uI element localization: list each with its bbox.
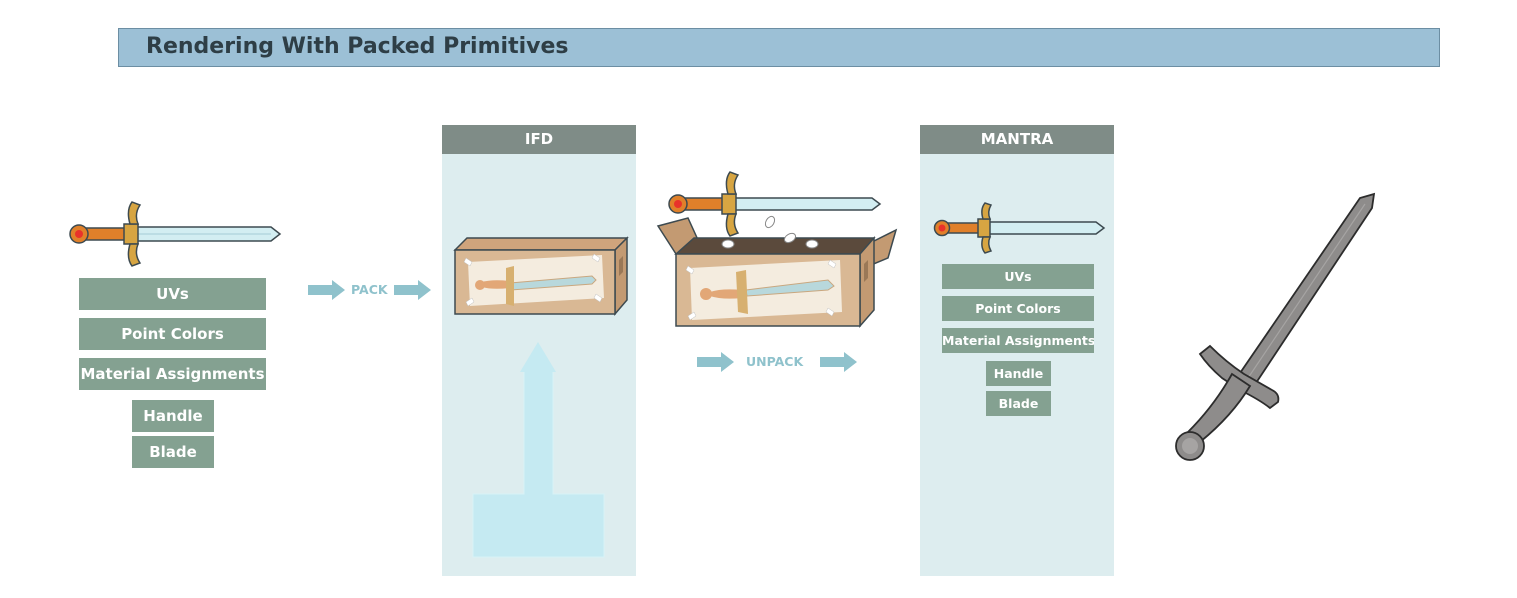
pack-label: PACK [351,282,388,297]
left-attribute-uvs: UVs [79,278,266,310]
rendered-sword-icon [1175,192,1376,461]
page-title: Rendering With Packed Primitives [146,34,569,59]
unpacked-box-icon [656,171,898,328]
unpack-arrow-icon [820,352,857,372]
sword-icon [69,201,282,267]
mantra-material-handle: Handle [986,361,1051,386]
unpack-label: UNPACK [746,354,804,369]
packed-box-icon [453,236,629,317]
left-material-blade: Blade [132,436,214,468]
left-material-handle: Handle [132,400,214,432]
left-attribute-material-assignments: Material Assignments [79,358,266,390]
sword-icon [933,202,1106,254]
mantra-attribute-point-colors: Point Colors [942,296,1094,321]
mantra-material-blade: Blade [986,391,1051,416]
mantra-attribute-material-assignments: Material Assignments [942,328,1094,353]
left-attribute-point-colors: Point Colors [79,318,266,350]
unpack-arrow-icon [697,352,734,372]
pack-arrow-icon [394,280,431,300]
up-arrow-icon [472,342,605,558]
mantra-panel-title: MANTRA [920,125,1114,154]
mantra-attribute-uvs: UVs [942,264,1094,289]
title-bar: Rendering With Packed Primitives [118,28,1440,67]
pack-arrow-icon [308,280,345,300]
ifd-panel-title: IFD [442,125,636,154]
